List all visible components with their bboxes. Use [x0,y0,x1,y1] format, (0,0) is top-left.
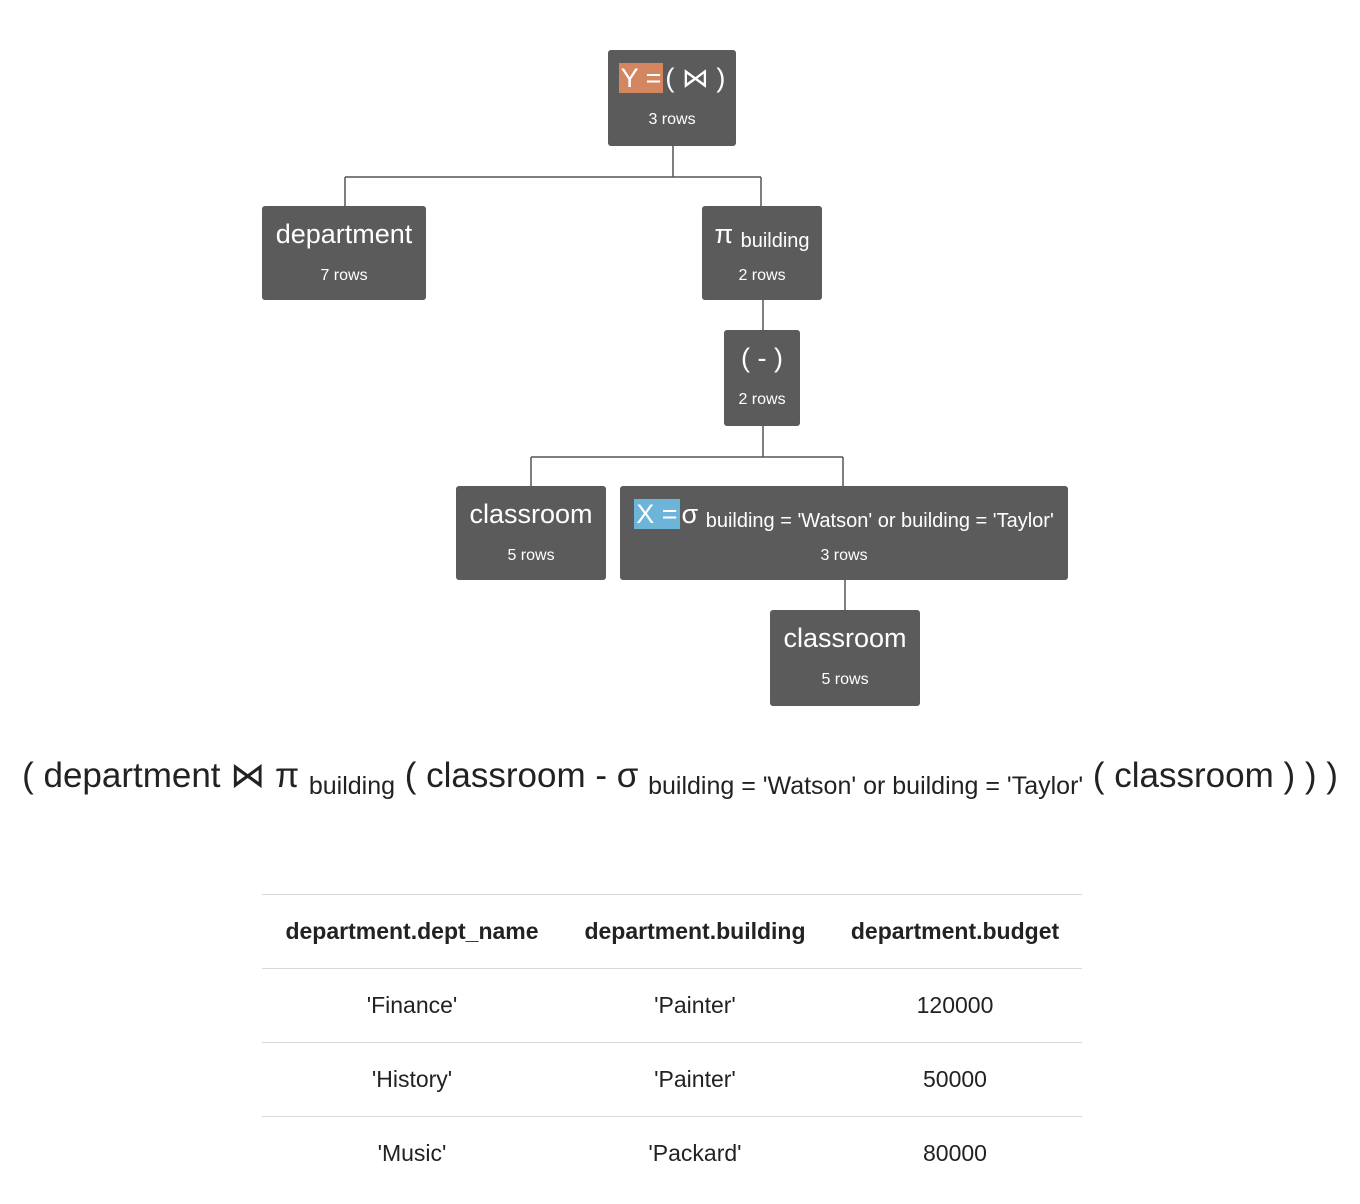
table-row: 'Music' 'Packard' 80000 [262,1116,1082,1190]
node-difference[interactable]: ( - ) 2 rows [724,330,800,426]
difference-operator: ( - ) [741,343,783,373]
operator-tree: Y =( ⋈ ) 3 rows department 7 rows π buil… [262,50,1068,706]
relation-name: classroom [469,499,593,529]
column-header-budget: department.budget [828,894,1082,969]
node-classroom-left[interactable]: classroom 5 rows [456,486,606,580]
table-cell: 'Music' [262,1116,562,1190]
row-count: 7 rows [320,267,368,284]
table-cell: 120000 [828,968,1082,1043]
node-selection[interactable]: X =σ building = 'Watson' or building = '… [620,486,1068,580]
relation-name: department [275,219,413,249]
variable-tag-y: Y = [618,63,664,93]
selection-operator: σ [681,499,699,529]
projection-attribute: building [740,230,810,252]
node-projection[interactable]: π building 2 rows [702,206,822,300]
edge-root-to-children [344,146,762,206]
row-count: 5 rows [821,671,869,688]
node-department[interactable]: department 7 rows [262,206,426,300]
table-cell: 'Finance' [262,968,562,1043]
node-classroom-bottom[interactable]: classroom 5 rows [770,610,920,706]
row-count: 2 rows [738,267,786,284]
join-operator: ( ⋈ ) [665,63,726,93]
expression-subscript-2: building = 'Watson' or building = 'Taylo… [648,772,1084,800]
table-cell: 50000 [828,1042,1082,1117]
table-row: 'History' 'Painter' 50000 [262,1042,1082,1117]
expression-part-3: ( classroom ) ) ) [1092,756,1338,795]
row-count: 3 rows [820,547,868,564]
row-count: 2 rows [738,391,786,408]
table-cell: 'History' [262,1042,562,1117]
table-header-row: department.dept_name department.building… [262,894,1082,969]
column-header-building: department.building [562,894,828,969]
relation-name: classroom [783,623,907,653]
table-cell: 80000 [828,1116,1082,1190]
table-cell: 'Packard' [562,1116,828,1190]
row-count: 3 rows [648,111,696,128]
table-cell: 'Painter' [562,1042,828,1117]
table-cell: 'Painter' [562,968,828,1043]
row-count: 5 rows [507,547,555,564]
relational-algebra-expression: ( department ⋈ π building ( classroom - … [0,754,1360,808]
expression-subscript-1: building [308,772,396,800]
selection-predicate: building = 'Watson' or building = 'Taylo… [705,510,1054,532]
projection-operator: π [714,219,734,249]
column-header-dept-name: department.dept_name [262,894,562,969]
variable-tag-x: X = [634,499,680,529]
table-row: 'Finance' 'Painter' 120000 [262,968,1082,1043]
node-join-root[interactable]: Y =( ⋈ ) 3 rows [608,50,736,146]
tree-edges [344,146,846,610]
result-table: department.dept_name department.building… [262,894,1082,1190]
edge-difference-to-children [530,426,844,486]
expression-part-1: ( department ⋈ π [22,756,300,795]
expression-part-2: ( classroom - σ [404,756,639,795]
